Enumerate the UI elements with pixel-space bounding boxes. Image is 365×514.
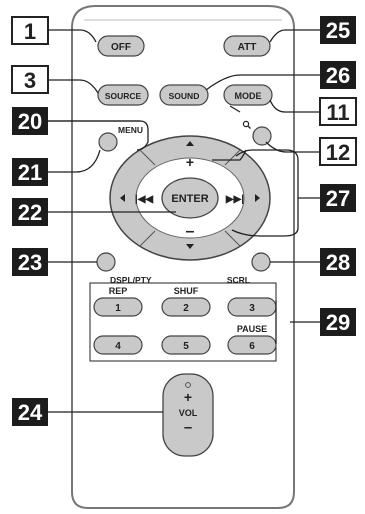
att-label: ATT — [238, 42, 257, 53]
svg-text:24: 24 — [18, 400, 43, 425]
left-arrow-icon[interactable] — [120, 194, 125, 202]
number-key-4[interactable]: 4 — [93, 335, 143, 355]
number-key-5-digit: 5 — [183, 341, 189, 352]
number-key-3-digit: 3 — [249, 303, 255, 314]
callout-1: 1 — [11, 16, 49, 45]
svg-text:23: 23 — [18, 250, 42, 275]
source-label: SOURCE — [105, 91, 142, 101]
number-key-6[interactable]: 6 — [227, 335, 277, 355]
number-key-4-digit: 4 — [115, 341, 121, 352]
next-track-key[interactable]: ▶▶| — [225, 194, 244, 205]
off-label: OFF — [111, 42, 131, 53]
svg-text:22: 22 — [18, 200, 42, 225]
number-key-2[interactable]: 2 — [161, 297, 211, 317]
number-key-1[interactable]: 1 — [93, 297, 143, 317]
off-button[interactable]: OFF — [97, 35, 145, 57]
enter-button[interactable]: ENTER — [161, 177, 219, 219]
right-arrow-icon[interactable] — [255, 194, 260, 202]
svg-text:28: 28 — [326, 250, 350, 275]
vol-minus-key[interactable]: – — [184, 419, 192, 436]
number-key-6-function-label: PAUSE — [237, 324, 267, 334]
callout-28: 28 — [320, 248, 356, 276]
down-arrow-icon[interactable] — [186, 244, 194, 249]
dspl-pty-button[interactable] — [96, 252, 116, 272]
svg-text:12: 12 — [326, 140, 350, 165]
volume-rocker[interactable] — [162, 373, 214, 457]
callout-21: 21 — [12, 158, 48, 186]
sound-label: SOUND — [169, 91, 200, 101]
callout-25: 25 — [320, 16, 356, 44]
svg-text:26: 26 — [326, 63, 350, 88]
mode-button[interactable]: MODE — [223, 84, 273, 106]
callout-11: 11 — [319, 97, 357, 126]
callout-23: 23 — [12, 248, 48, 276]
callout-12: 12 — [319, 137, 357, 166]
sound-button[interactable]: SOUND — [159, 84, 209, 106]
number-key-5[interactable]: 5 — [161, 335, 211, 355]
tactile-dot-icon — [185, 382, 191, 388]
callout-24: 24 — [12, 398, 48, 426]
dspl-pty-label: DSPL/PTY — [110, 275, 152, 285]
svg-text:3: 3 — [24, 68, 36, 93]
svg-text:29: 29 — [326, 310, 350, 335]
up-arrow-icon[interactable] — [186, 141, 194, 146]
mode-label: MODE — [235, 91, 262, 101]
callout-3: 3 — [11, 65, 49, 94]
number-key-6-digit: 6 — [249, 341, 255, 352]
scrl-label: SCRL — [227, 275, 250, 285]
vol-label: VOL — [179, 408, 198, 418]
leader-lines — [44, 29, 320, 413]
search-icon — [242, 120, 251, 129]
svg-text:20: 20 — [18, 109, 42, 134]
number-key-2-function-label: SHUF — [174, 286, 199, 296]
callout-26: 26 — [320, 61, 356, 89]
svg-text:11: 11 — [326, 100, 349, 125]
plus-key[interactable]: + — [186, 154, 194, 170]
source-button[interactable]: SOURCE — [97, 84, 149, 106]
number-key-2-digit: 2 — [183, 303, 189, 314]
number-key-1-function-label: REP — [109, 286, 128, 296]
callout-29: 29 — [320, 308, 356, 336]
menu-button[interactable] — [98, 132, 118, 152]
menu-label: MENU — [118, 125, 143, 135]
svg-text:27: 27 — [326, 186, 350, 211]
number-key-1-digit: 1 — [115, 303, 121, 314]
callout-22: 22 — [12, 198, 48, 226]
svg-text:21: 21 — [18, 160, 42, 185]
search-button[interactable] — [252, 126, 272, 146]
callout-27: 27 — [320, 184, 356, 212]
svg-text:25: 25 — [326, 18, 350, 43]
enter-label: ENTER — [171, 193, 208, 205]
number-key-3[interactable]: 3 — [227, 297, 277, 317]
svg-text:1: 1 — [24, 19, 36, 44]
prev-track-key[interactable]: |◀◀ — [135, 194, 153, 205]
minus-key[interactable]: – — [186, 223, 195, 240]
vol-plus-key[interactable]: + — [184, 389, 192, 405]
callout-20: 20 — [12, 107, 48, 135]
att-button[interactable]: ATT — [223, 35, 271, 57]
scrl-button[interactable] — [251, 252, 271, 272]
